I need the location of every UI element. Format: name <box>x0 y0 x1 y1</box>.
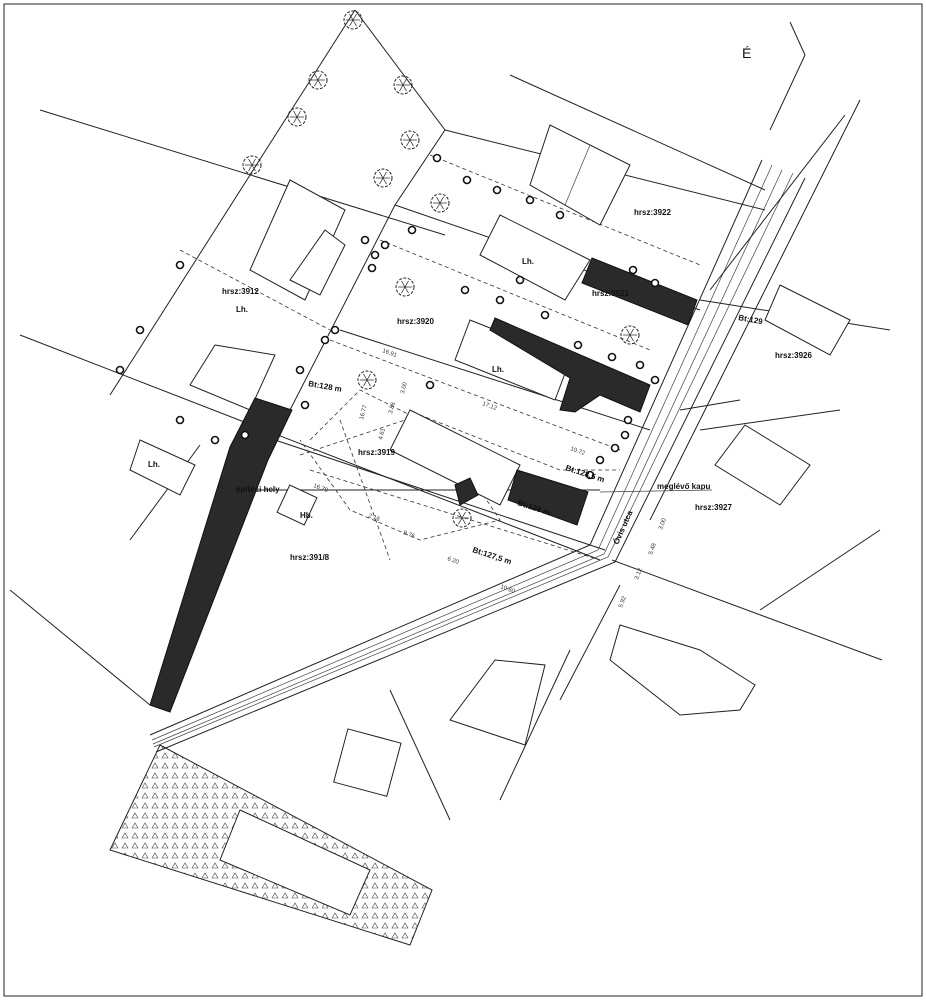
dimension: 3.12 <box>634 567 644 581</box>
shrub-icon <box>175 260 185 270</box>
dimension: 6.20 <box>446 556 460 566</box>
dimension-labels: 16.91 17.12 10.72 16.77 3.00 3.86 4.61 1… <box>312 348 668 608</box>
shrub-icon <box>573 340 583 350</box>
parcel-3912: hrsz:3912 <box>222 287 259 296</box>
street-label: Óvis utca <box>612 509 635 546</box>
shrub-icon <box>330 325 340 335</box>
building-label: Lh. <box>492 365 504 374</box>
shrub-icon <box>115 365 125 375</box>
shrub-icon <box>320 335 330 345</box>
parcel-3922: hrsz:3922 <box>634 208 671 217</box>
dimension: 10.60 <box>499 584 516 595</box>
shrub-icon <box>610 443 620 453</box>
shrub-icon <box>628 265 638 275</box>
shrub-icon <box>295 365 305 375</box>
drawing-frame <box>3 3 923 997</box>
tree-icons <box>115 10 660 528</box>
tree-icon <box>308 70 328 90</box>
dimension: 3.00 <box>400 381 409 394</box>
building-area-label: építési hely <box>236 485 280 494</box>
dimension: 4.61 <box>378 427 387 440</box>
shrub-icon <box>240 430 250 440</box>
parcel-3926: hrsz:3926 <box>775 351 812 360</box>
shrub-icon <box>492 185 502 195</box>
shrub-icon <box>425 380 435 390</box>
shrub-icon <box>460 285 470 295</box>
dimension: 16.70 <box>312 483 329 494</box>
shrub-icon <box>620 430 630 440</box>
tree-icon <box>452 508 472 528</box>
shrub-icon <box>300 400 310 410</box>
road <box>149 21 883 821</box>
shrub-icon <box>650 375 660 385</box>
shrub-icon <box>135 325 145 335</box>
parcel-lines <box>9 9 891 706</box>
dimension: 16.77 <box>359 404 369 421</box>
shrub-icon <box>360 235 370 245</box>
shrub-icon <box>607 352 617 362</box>
shrub-icon <box>635 360 645 370</box>
shrub-icon <box>585 470 595 480</box>
dimension: 10.72 <box>569 446 586 457</box>
shrub-icon <box>210 435 220 445</box>
gate-label: meglévő kapu <box>657 482 710 491</box>
parcel-3921: hrsz:3921 <box>592 289 629 298</box>
shrub-icon <box>515 275 525 285</box>
buildings <box>129 124 851 797</box>
tree-icon <box>620 325 640 345</box>
shrub-icon <box>380 240 390 250</box>
shrub-icon <box>175 415 185 425</box>
shrub-icon <box>595 455 605 465</box>
shrub-icon <box>407 225 417 235</box>
shrub-icon <box>367 263 377 273</box>
dimension: 17.12 <box>481 401 498 412</box>
shrub-icon <box>555 210 565 220</box>
shrub-icon <box>495 295 505 305</box>
shrub-icon <box>370 250 380 260</box>
dimension: 5.92 <box>618 595 628 609</box>
level-bt127-5: Bt:127,5 m <box>471 545 512 566</box>
building-label: Lh. <box>148 460 160 469</box>
dimension: 5.48 <box>648 542 658 556</box>
shrub-icon <box>525 195 535 205</box>
tree-icon <box>242 155 262 175</box>
parcel-3919: hrsz:3919 <box>358 448 395 457</box>
tree-icon <box>287 107 307 127</box>
shrub-icon <box>623 415 633 425</box>
dimension: 3.86 <box>388 401 397 414</box>
tree-icon <box>357 370 377 390</box>
outbuilding-label: Hb. <box>300 511 313 520</box>
dimension: 3.00 <box>658 517 668 531</box>
shrub-icon <box>650 278 660 288</box>
parcel-3920: hrsz:3920 <box>397 317 434 326</box>
level-bt128-left: Bt:128 m <box>308 379 343 394</box>
tree-icon <box>373 168 393 188</box>
dimension: 2.16 <box>367 513 381 523</box>
tree-icon <box>430 193 450 213</box>
tree-icon <box>343 10 363 30</box>
level-bt128-5: Bt:128,5 m <box>564 463 605 484</box>
dimension: 16.91 <box>381 348 398 359</box>
level-bt129: Bt:129 <box>738 313 764 326</box>
building-label: Lh. <box>236 305 248 314</box>
north-label: É <box>742 45 751 61</box>
parcel-3918: hrsz:391/8 <box>290 553 330 562</box>
tree-icon <box>393 75 413 95</box>
dimension: 8.76 <box>402 530 416 540</box>
tree-icon <box>395 277 415 297</box>
paved-areas <box>149 257 698 713</box>
shrub-icon <box>432 153 442 163</box>
green-area-building <box>219 809 371 916</box>
parcel-3927: hrsz:3927 <box>695 503 732 512</box>
building-label: Lh. <box>522 257 534 266</box>
tree-icon <box>400 130 420 150</box>
shrub-icon <box>540 310 550 320</box>
shrub-icon <box>462 175 472 185</box>
